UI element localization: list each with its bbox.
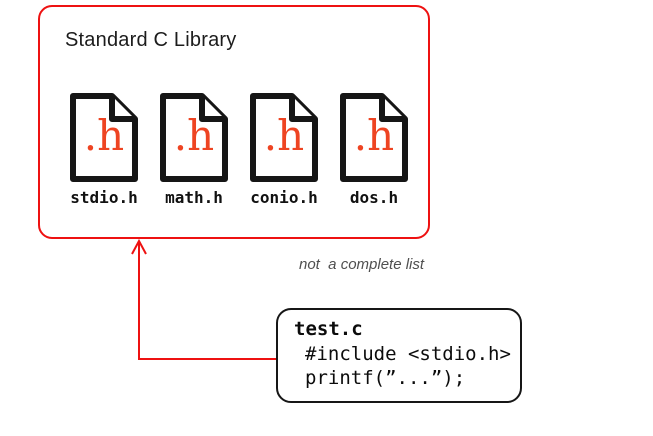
header-file-icon: .h xyxy=(338,92,410,183)
header-file-icon: .h xyxy=(68,92,140,183)
test-c-filename: test.c xyxy=(294,318,363,340)
library-file-conio-h: .h conio.h xyxy=(248,92,320,207)
library-file-dos-h: .h dos.h xyxy=(338,92,410,207)
file-label: stdio.h xyxy=(70,188,138,207)
library-title: Standard C Library xyxy=(65,29,237,51)
file-label: conio.h xyxy=(250,188,318,207)
code-line-printf: printf(”...”); xyxy=(305,367,466,389)
document-icon xyxy=(340,93,408,182)
document-icon xyxy=(70,93,138,182)
dot-h-glyph: .h xyxy=(173,111,215,160)
note-text: not a complete list xyxy=(299,256,425,273)
file-label: dos.h xyxy=(349,188,399,207)
standard-c-library-box: Standard C Library .h stdio.h .h math.h xyxy=(38,5,430,239)
header-files-row: .h stdio.h .h math.h .h conio xyxy=(68,92,410,207)
document-icon xyxy=(160,93,228,182)
dot-h-glyph: .h xyxy=(83,111,125,160)
library-file-math-h: .h math.h xyxy=(158,92,230,207)
library-file-stdio-h: .h stdio.h xyxy=(68,92,140,207)
dot-h-glyph: .h xyxy=(263,111,305,160)
test-c-box: test.c #include <stdio.h> printf(”...”); xyxy=(276,308,522,403)
document-icon xyxy=(250,93,318,182)
header-file-icon: .h xyxy=(158,92,230,183)
code-line-include: #include <stdio.h> xyxy=(305,343,511,365)
dot-h-glyph: .h xyxy=(353,111,395,160)
file-label: math.h xyxy=(165,188,223,207)
header-file-icon: .h xyxy=(248,92,320,183)
